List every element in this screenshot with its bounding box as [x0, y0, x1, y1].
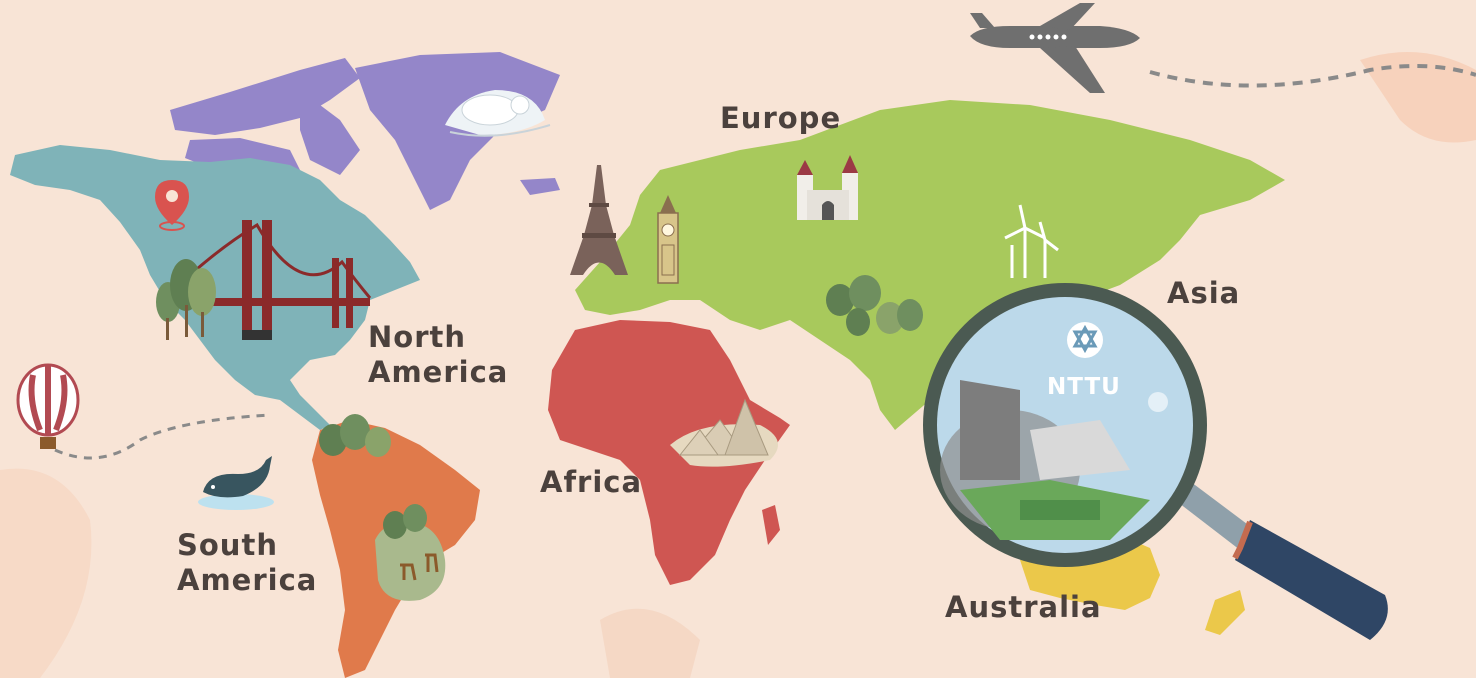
- map-pin-icon: [155, 180, 189, 231]
- pyramids-icon: [670, 398, 778, 467]
- trees-north-america-icon: [156, 259, 216, 340]
- castle-icon: [797, 155, 858, 220]
- region-eurasia: [575, 100, 1285, 430]
- label-africa: Africa: [540, 465, 643, 499]
- whale-icon: [198, 456, 274, 510]
- label-north-america-line2: America: [368, 355, 509, 389]
- label-south-america: South America: [177, 528, 317, 598]
- background-brush-strokes: [0, 52, 1476, 678]
- golden-gate-bridge-icon: [160, 220, 372, 340]
- trees-south-america-icon: [319, 414, 391, 457]
- label-north-america-line1: North: [368, 320, 467, 354]
- plane-route-dashed: [1149, 64, 1476, 88]
- airplane-icon: [970, 3, 1140, 93]
- wind-turbine-icon: [1004, 204, 1059, 278]
- region-africa: [548, 320, 790, 585]
- label-europe: Europe: [720, 101, 842, 135]
- balloon-route-dashed: [54, 413, 271, 460]
- hot-air-balloon-icon: [16, 363, 80, 449]
- madagascar: [762, 505, 780, 545]
- label-north-america: North America: [368, 320, 508, 390]
- polar-bear-icon: [445, 90, 551, 137]
- label-australia: Australia: [945, 590, 1102, 624]
- trees-asia-icon: [826, 275, 923, 336]
- label-asia: Asia: [1167, 276, 1241, 310]
- magnifier-text: NTTU: [1047, 374, 1121, 400]
- deer-savanna-icon: [375, 504, 446, 601]
- big-ben-icon: [657, 195, 679, 284]
- label-south-america-line2: America: [177, 563, 318, 597]
- new-zealand: [1205, 590, 1245, 635]
- label-south-america-line1: South: [177, 528, 278, 562]
- magnifying-glass-icon: [923, 283, 1388, 640]
- eiffel-tower-icon: [570, 165, 628, 275]
